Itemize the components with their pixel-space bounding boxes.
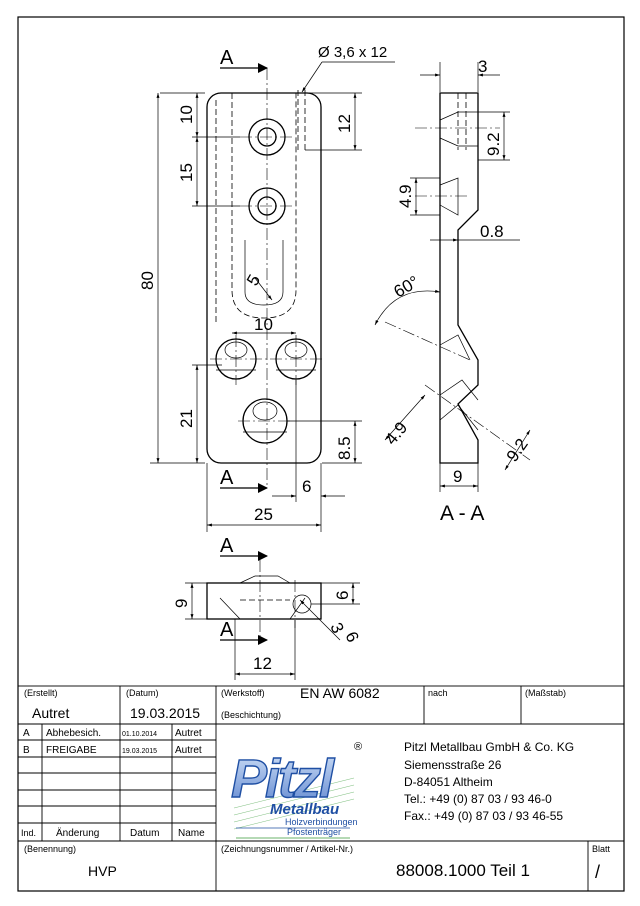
dim-6-right: 6 <box>333 591 352 600</box>
section-mark-top: A <box>220 47 234 69</box>
logo-text: Pitzl <box>231 749 335 809</box>
col-name: Name <box>178 828 205 839</box>
logo-tag2: Pfostenträger <box>287 827 341 837</box>
rev-b-name: Autret <box>175 745 202 756</box>
dim-3-top: 3 <box>478 57 487 76</box>
rev-a-name: Autret <box>175 728 202 739</box>
logo-sub: Metallbau <box>270 801 339 818</box>
company-city: D-84051 Altheim <box>404 775 493 789</box>
label-werkstoff: (Werkstoff) <box>221 688 265 698</box>
logo-tag1: Holzverbindungen <box>285 817 358 827</box>
col-aenderung: Änderung <box>56 827 99 839</box>
company-tel: Tel.: +49 (0) 87 03 / 93 46-0 <box>404 792 552 806</box>
label-blatt: Blatt <box>592 844 611 854</box>
company-fax: Fax.: +49 (0) 87 03 / 93 46-55 <box>404 809 563 823</box>
dim-4-9-top: 4.9 <box>396 184 415 208</box>
dim-3-angle: 3 <box>326 620 347 637</box>
company-street: Siemensstraße 26 <box>404 758 502 772</box>
section-mark-bottom: A <box>220 467 234 489</box>
dim-10-slot: 10 <box>254 315 273 334</box>
rev-b-date: 19.03.2015 <box>122 748 157 755</box>
value-datum: 19.03.2015 <box>130 705 200 721</box>
dim-80: 80 <box>138 271 157 290</box>
value-werkstoff: EN AW 6082 <box>300 685 380 701</box>
section-view: 3 9.2 4.9 0.8 60° 4.9 9.2 9 A - A <box>374 57 532 525</box>
label-datum: (Datum) <box>126 688 159 698</box>
dim-4-9-bottom: 4.9 <box>382 418 412 448</box>
value-blatt: / <box>595 862 600 882</box>
label-benennung: (Benennung) <box>24 844 76 854</box>
label-nach: nach <box>428 688 448 698</box>
dim-hole-dia: Ø 3,6 x 12 <box>318 44 387 61</box>
value-benennung: HVP <box>88 863 117 879</box>
logo-registered: ® <box>354 741 362 753</box>
col-ind: Ind. <box>21 828 36 838</box>
bottom-view: A A 9 6 3 6 12 <box>172 535 363 680</box>
rev-a-text: Abhebesich. <box>46 728 101 739</box>
company-logo: Pitzl ® Metallbau Holzverbindungen Pfost… <box>230 741 362 839</box>
dim-8-5: 8.5 <box>335 436 354 460</box>
rev-a-ind: A <box>23 728 30 739</box>
section-view-label: A - A <box>440 502 484 525</box>
dim-9-section: 9 <box>453 467 462 486</box>
label-erstellt: (Erstellt) <box>24 688 58 698</box>
dim-6-angle: 6 <box>341 629 362 646</box>
dim-0-8: 0.8 <box>480 222 504 241</box>
dim-9-2-bottom: 9.2 <box>503 435 532 465</box>
rev-a-date: 01.10.2014 <box>122 731 157 738</box>
label-massstab: (Maßstab) <box>525 688 566 698</box>
company-name: Pitzl Metallbau GmbH & Co. KG <box>404 740 574 754</box>
dim-12-right: 12 <box>335 114 354 133</box>
dim-60-deg: 60° <box>391 272 423 301</box>
dim-25: 25 <box>254 505 273 524</box>
section-mark-view-top: A <box>220 535 234 557</box>
rev-b-ind: B <box>23 745 30 756</box>
label-beschichtung: (Beschichtung) <box>221 710 281 720</box>
section-outline <box>439 92 479 464</box>
dim-21: 21 <box>177 409 196 428</box>
slot-outline <box>231 93 297 319</box>
value-erstellt: Autret <box>32 705 69 721</box>
label-zeichnungsnummer: (Zeichnungsnummer / Artikel-Nr.) <box>221 844 353 854</box>
section-mark-view-bottom: A <box>220 619 234 641</box>
dim-6: 6 <box>302 477 311 496</box>
col-datum: Datum <box>130 828 159 839</box>
title-block: (Erstellt) Autret (Datum) 19.03.2015 (We… <box>17 685 625 892</box>
bottom-view-outline <box>206 582 322 620</box>
dim-15: 15 <box>177 163 196 182</box>
slot-inner <box>244 240 284 306</box>
rev-b-text: FREIGABE <box>46 745 97 756</box>
value-zeichnungsnummer: 88008.1000 Teil 1 <box>396 861 530 880</box>
dim-9-bottom-view: 9 <box>172 599 191 608</box>
dim-10-top: 10 <box>177 105 196 124</box>
dim-12-bottom: 12 <box>253 654 272 673</box>
front-view: A A Ø 3,6 x 12 10 15 12 80 5 10 <box>138 44 395 532</box>
dim-9-2-top: 9.2 <box>484 132 503 156</box>
plate-outline <box>206 92 322 464</box>
